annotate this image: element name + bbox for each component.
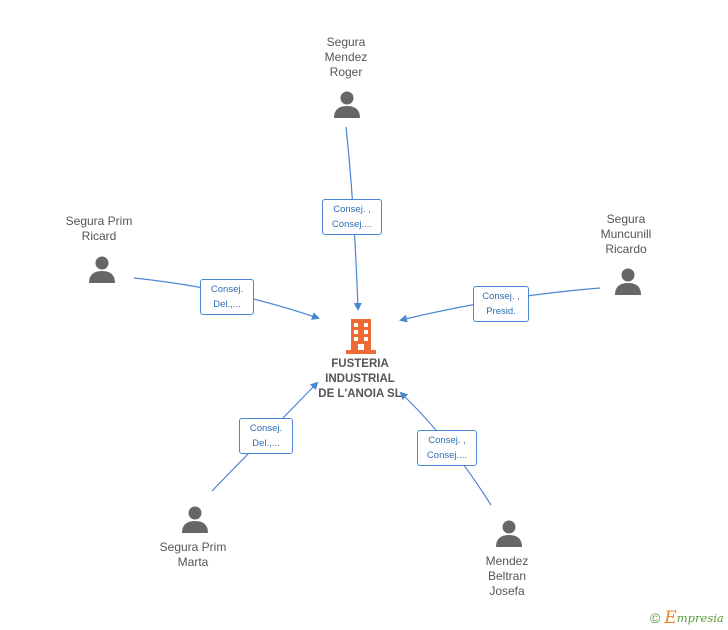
brand-name: mpresia (676, 611, 724, 625)
person-name-segura-mendez-roger[interactable]: Segura Mendez Roger (324, 35, 368, 79)
person-name-segura-prim-ricard[interactable]: Segura Prim Ricard (65, 214, 133, 243)
brand-initial: E (664, 608, 677, 628)
person-icon[interactable] (494, 518, 524, 548)
role-label-segura-mendez-roger[interactable]: Consej. , Consej.... (322, 199, 382, 235)
company-name[interactable]: FUSTERIA INDUSTRIAL DE L'ANOIA SL (318, 358, 402, 400)
role-label-segura-muncunill-ricardo[interactable]: Consej. , Presid. (473, 286, 529, 322)
copyright-icon: © (650, 610, 661, 626)
person-name-mendez-beltran-josefa[interactable]: Mendez Beltran Josefa (485, 554, 529, 598)
person-name-segura-muncunill-ricardo[interactable]: Segura Muncunill Ricardo (600, 212, 652, 256)
building-icon[interactable] (346, 319, 376, 354)
person-icon[interactable] (87, 254, 117, 284)
person-icon[interactable] (613, 266, 643, 296)
person-icon[interactable] (332, 89, 362, 119)
role-label-segura-prim-marta[interactable]: Consej. Del.,... (239, 418, 293, 454)
role-label-segura-prim-ricard[interactable]: Consej. Del.,... (200, 279, 254, 315)
person-name-segura-prim-marta[interactable]: Segura Prim Marta (159, 540, 227, 569)
brand-footer: © E mpresia (650, 608, 724, 628)
person-icon[interactable] (180, 504, 210, 534)
role-label-mendez-beltran-josefa[interactable]: Consej. , Consej.... (417, 430, 477, 466)
